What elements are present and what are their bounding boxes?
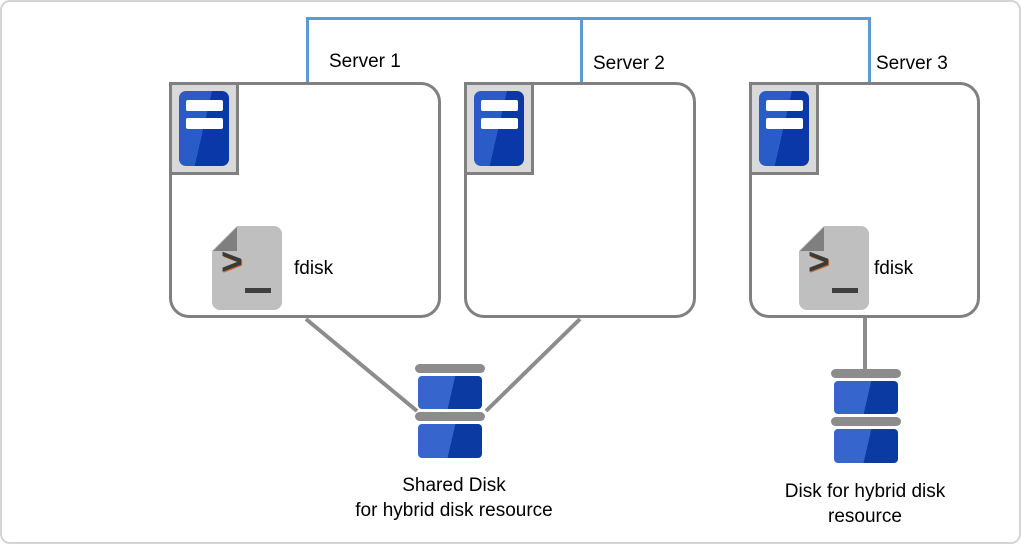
hybrid-disk-label-line1: Disk for hybrid disk <box>784 481 946 502</box>
server-1-label: Server 1 <box>329 51 401 72</box>
server-slot-icon <box>186 100 223 111</box>
disk-cap-icon <box>831 369 901 378</box>
server-tower-icon <box>474 91 524 166</box>
fdisk-script-icon: > <box>799 226 869 310</box>
shared-disk-label-line2: for hybrid disk resource <box>355 500 553 521</box>
shared-disk-label-line1: Shared Disk <box>402 475 506 496</box>
network-bus-line <box>306 17 871 20</box>
terminal-prompt-icon: > <box>221 241 243 282</box>
hybrid-disk-icon <box>831 369 901 463</box>
terminal-prompt-icon: > <box>808 241 830 282</box>
server-3-tool-label: fdisk <box>874 258 914 279</box>
hybrid-disk-label: Disk for hybrid disk resource <box>745 479 985 529</box>
disk-platter-icon <box>834 381 898 414</box>
server-2-tower-icon <box>464 82 534 175</box>
document-icon <box>212 226 282 310</box>
line-server2-to-shared-disk <box>484 317 582 413</box>
network-drop-server3 <box>868 17 871 83</box>
shared-disk-label: Shared Disk for hybrid disk resource <box>314 473 594 523</box>
server-1-tool-label: fdisk <box>294 258 334 279</box>
server-slot-icon <box>766 118 803 129</box>
document-icon <box>799 226 869 310</box>
disk-platter-icon <box>418 424 482 458</box>
server-slot-icon <box>481 118 518 129</box>
server-3-label: Server 3 <box>876 53 948 74</box>
disk-cap-icon <box>415 412 485 421</box>
line-server1-to-shared-disk <box>304 317 419 413</box>
server-slot-icon <box>481 100 518 111</box>
server-tower-icon <box>179 91 229 166</box>
server-tower-icon <box>759 91 809 166</box>
fdisk-script-icon: > <box>212 226 282 310</box>
network-drop-server2 <box>580 17 583 83</box>
server-3-tower-icon <box>749 82 819 175</box>
network-drop-server1 <box>306 17 309 83</box>
shared-disk-icon <box>415 364 485 458</box>
disk-cap-icon <box>415 364 485 373</box>
disk-platter-icon <box>418 376 482 409</box>
server-1-tower-icon <box>169 82 239 175</box>
server-slot-icon <box>186 118 223 129</box>
disk-cap-icon <box>831 417 901 426</box>
terminal-cursor-icon <box>832 288 858 293</box>
hybrid-disk-label-line2: resource <box>828 506 902 527</box>
server-slot-icon <box>766 100 803 111</box>
disk-platter-icon <box>834 429 898 463</box>
server-2-box <box>464 82 696 318</box>
terminal-cursor-icon <box>245 288 271 293</box>
server-2-label: Server 2 <box>593 53 665 74</box>
